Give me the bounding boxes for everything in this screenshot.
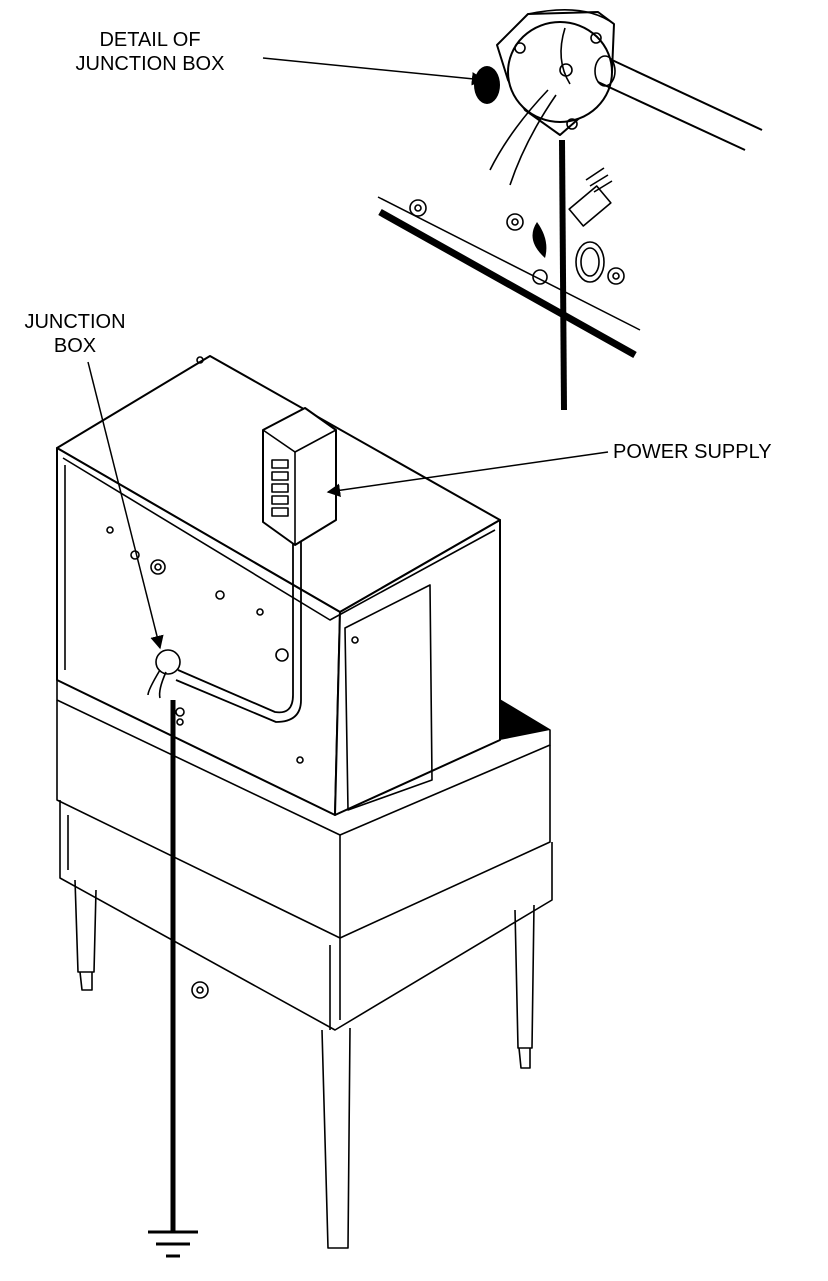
ground-symbol-icon	[148, 1230, 198, 1258]
power-supply-box	[262, 407, 337, 546]
power-supply-label: POWER SUPPLY	[613, 440, 772, 464]
label-line: BOX	[53, 335, 97, 357]
storage-bin	[56, 680, 553, 1249]
detail-leader-arrow	[262, 57, 486, 86]
junction-box-leader-arrow	[87, 361, 164, 650]
power-supply-leader-arrow	[326, 451, 609, 497]
junction-box-detail-view	[377, 9, 763, 411]
detail-of-junction-box-label: DETAIL OF JUNCTION BOX	[40, 28, 260, 76]
label-line: JUNCTION BOX	[75, 53, 225, 75]
label-line: POWER SUPPLY	[613, 441, 772, 463]
label-line: DETAIL OF	[99, 29, 201, 51]
junction-box-label: JUNCTION BOX	[0, 310, 150, 358]
label-line: JUNCTION	[24, 311, 126, 333]
